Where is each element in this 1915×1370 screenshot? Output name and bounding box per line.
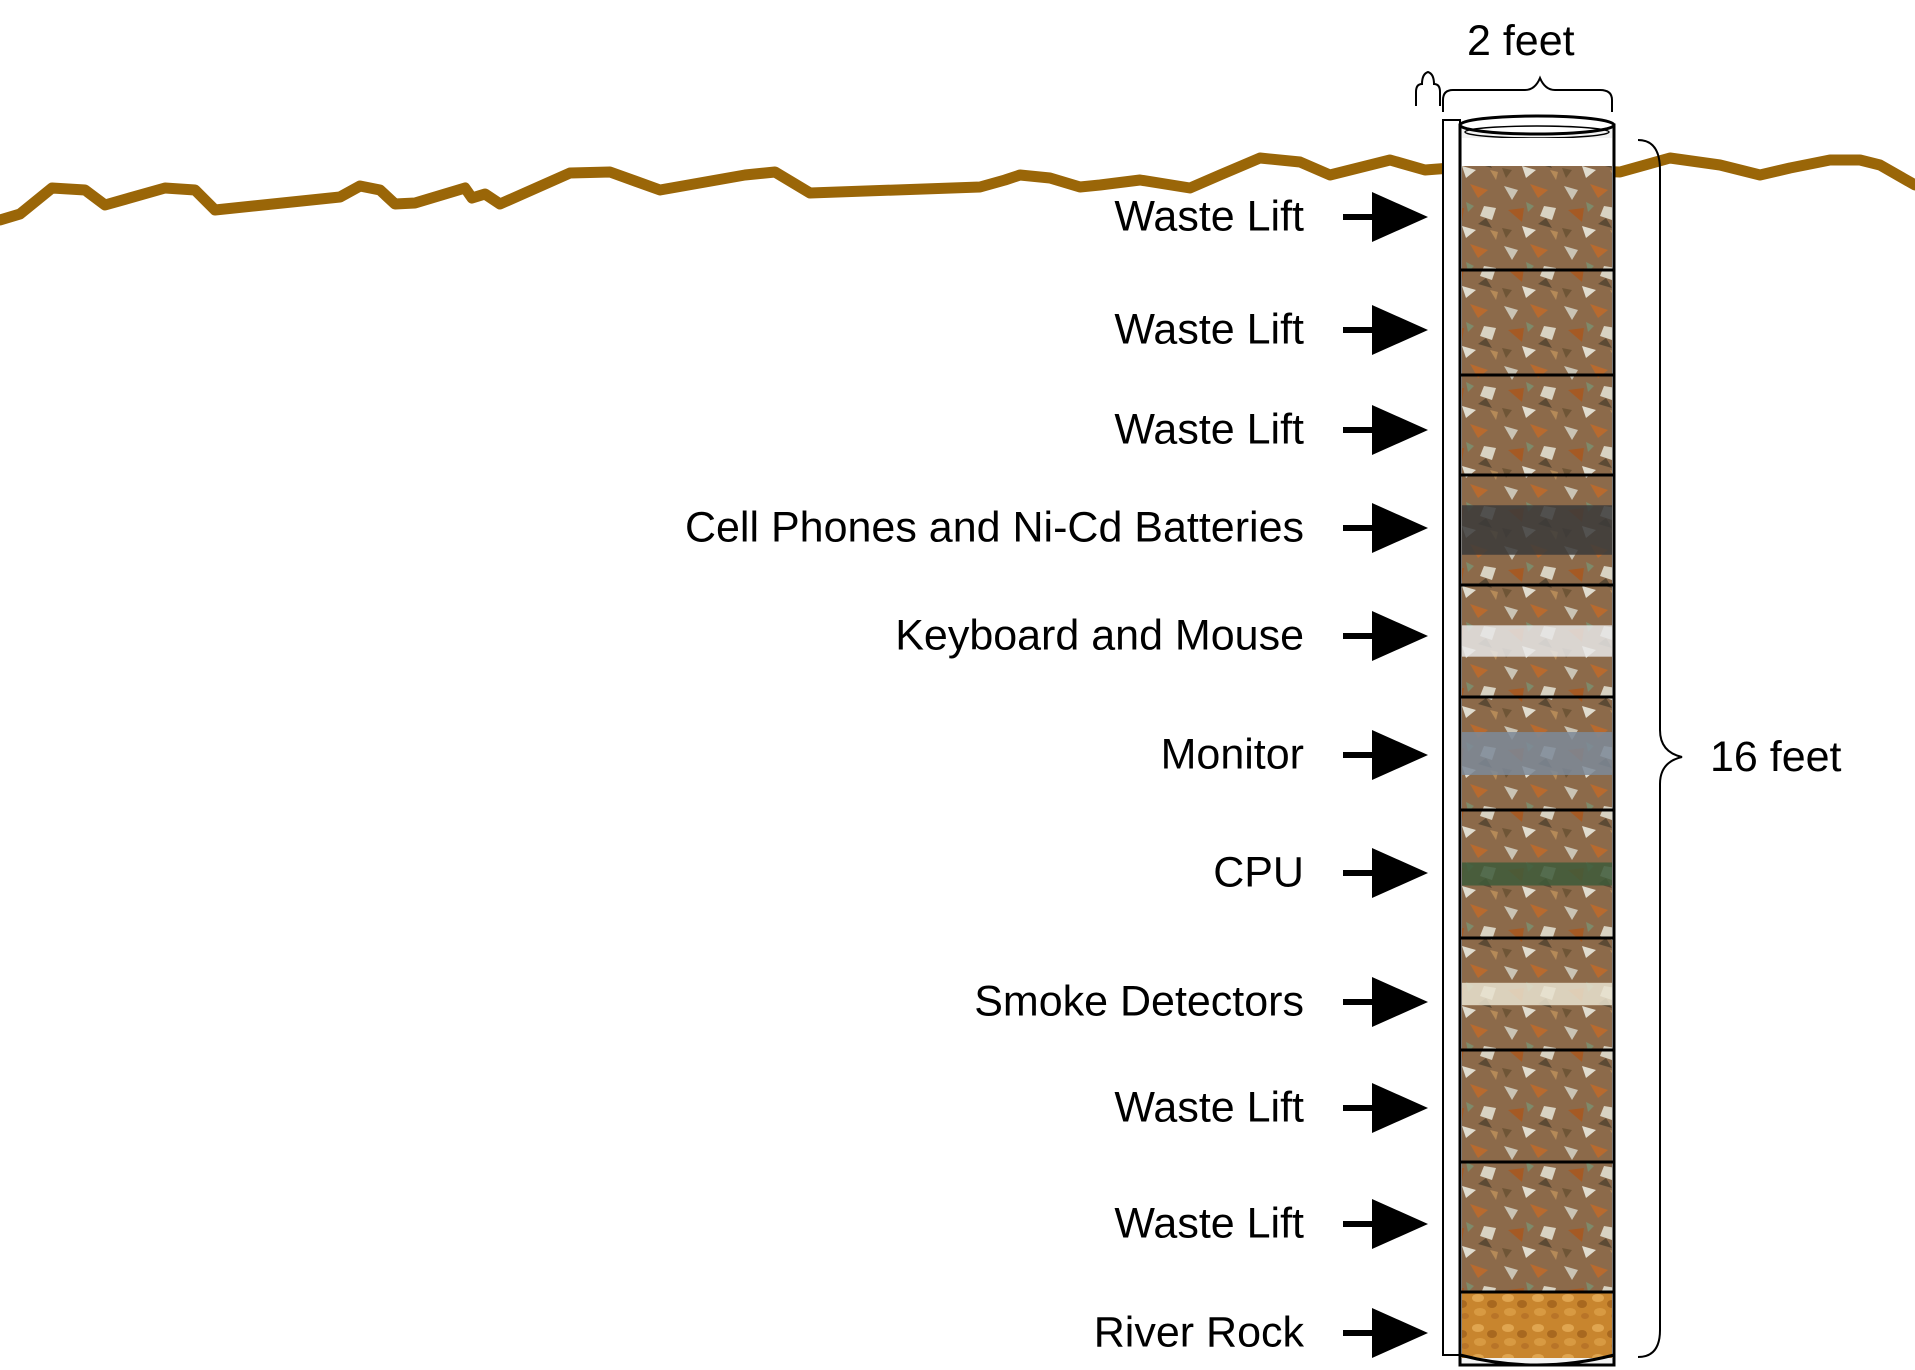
column-headspace — [1462, 138, 1612, 166]
layer-arrow — [1343, 305, 1428, 355]
column-top-rim — [1458, 114, 1616, 136]
ground-surface-line — [0, 152, 1915, 226]
depth-brace — [1637, 139, 1683, 1358]
layer-arrow — [1343, 611, 1428, 661]
layer-arrow — [1343, 848, 1428, 898]
layer-arrow — [1343, 503, 1428, 553]
layer-label: River Rock — [1093, 1308, 1304, 1357]
layer-fill — [1462, 166, 1612, 270]
layer-arrow — [1343, 977, 1428, 1027]
layer-fill — [1462, 1162, 1612, 1292]
layer-arrow — [1343, 1083, 1428, 1133]
width-label: 2 feet — [1467, 17, 1575, 65]
layer-label: Waste Lift — [1114, 1199, 1304, 1248]
layer-label: CPU — [1213, 848, 1304, 897]
layer-arrow — [1343, 730, 1428, 780]
layer-arrow — [1343, 405, 1428, 455]
column-bottom-rim — [1459, 1353, 1615, 1367]
layer-item-band — [1462, 862, 1612, 886]
layer-fill — [1462, 1292, 1612, 1358]
layer-label: Monitor — [1160, 730, 1304, 779]
layer-item-band — [1462, 625, 1612, 657]
column-layers — [1460, 166, 1614, 1358]
layer-label: Waste Lift — [1114, 192, 1304, 241]
layer-arrow — [1343, 192, 1428, 242]
layer-fill — [1462, 270, 1612, 375]
layer-item-band — [1462, 982, 1612, 1006]
depth-label: 16 feet — [1710, 733, 1842, 781]
layer-label: Waste Lift — [1114, 305, 1304, 354]
layer-label: Waste Lift — [1114, 1083, 1304, 1132]
width-brace — [1442, 75, 1613, 112]
side-pipe — [1442, 119, 1461, 1356]
layer-arrow — [1343, 1308, 1428, 1358]
layer-label: Waste Lift — [1114, 405, 1304, 454]
layer-fill — [1462, 1050, 1612, 1162]
layer-label: Cell Phones and Ni-Cd Batteries — [684, 503, 1304, 552]
layer-label: Keyboard and Mouse — [895, 611, 1304, 660]
layer-item-band — [1462, 505, 1612, 555]
layer-arrows — [1343, 192, 1428, 1358]
layer-item-band — [1462, 732, 1612, 775]
layer-label: Smoke Detectors — [974, 977, 1304, 1026]
pipe-width-brace — [1415, 70, 1441, 106]
layer-fill — [1462, 375, 1612, 475]
layer-arrow — [1343, 1199, 1428, 1249]
